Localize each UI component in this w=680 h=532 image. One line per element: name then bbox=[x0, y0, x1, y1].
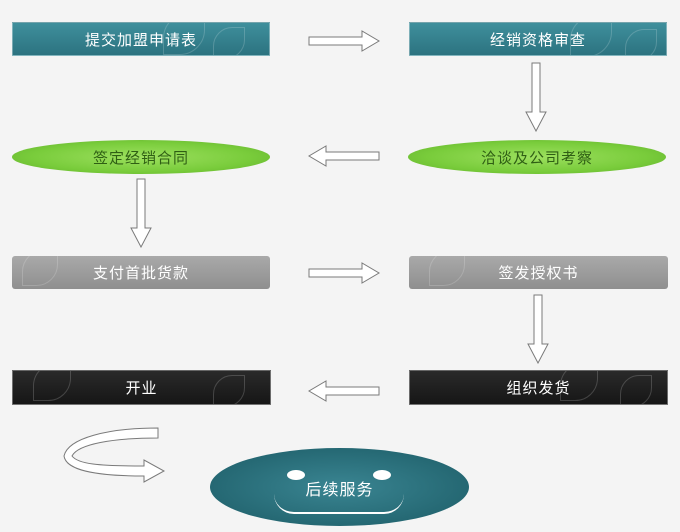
arrow-left-2 bbox=[308, 380, 380, 402]
arrow-curved-to-service bbox=[63, 427, 166, 483]
node-label: 签发授权书 bbox=[498, 264, 579, 282]
node-label: 提交加盟申请表 bbox=[84, 30, 197, 49]
node-label: 经销资格审查 bbox=[489, 30, 586, 49]
node-submit-application: 提交加盟申请表 bbox=[12, 22, 270, 56]
node-opening: 开业 bbox=[12, 370, 271, 405]
node-label: 签定经销合同 bbox=[92, 148, 189, 167]
node-qualification-review: 经销资格审查 bbox=[409, 22, 667, 56]
node-label: 组织发货 bbox=[506, 379, 571, 397]
node-sign-contract: 签定经销合同 bbox=[12, 140, 270, 174]
smile-curve bbox=[274, 494, 404, 514]
node-shipment: 组织发货 bbox=[409, 370, 668, 405]
arrow-left-1 bbox=[308, 145, 380, 167]
arrow-right-1 bbox=[308, 30, 380, 52]
eye-right bbox=[373, 470, 391, 480]
node-issue-authorization: 签发授权书 bbox=[409, 256, 668, 289]
node-label: 后续服务 bbox=[305, 480, 374, 499]
node-label: 开业 bbox=[125, 379, 158, 397]
node-label: 支付首批货款 bbox=[92, 264, 189, 282]
node-after-sales-service: 后续服务 bbox=[210, 448, 469, 526]
eye-left bbox=[287, 470, 305, 480]
node-first-payment: 支付首批货款 bbox=[12, 256, 270, 289]
arrow-down-2 bbox=[130, 178, 152, 248]
arrow-right-2 bbox=[308, 262, 380, 284]
arrow-down-3 bbox=[527, 294, 549, 364]
node-negotiation-inspection: 洽谈及公司考察 bbox=[408, 140, 666, 174]
arrow-down-1 bbox=[525, 62, 547, 132]
node-label: 洽谈及公司考察 bbox=[480, 148, 593, 167]
